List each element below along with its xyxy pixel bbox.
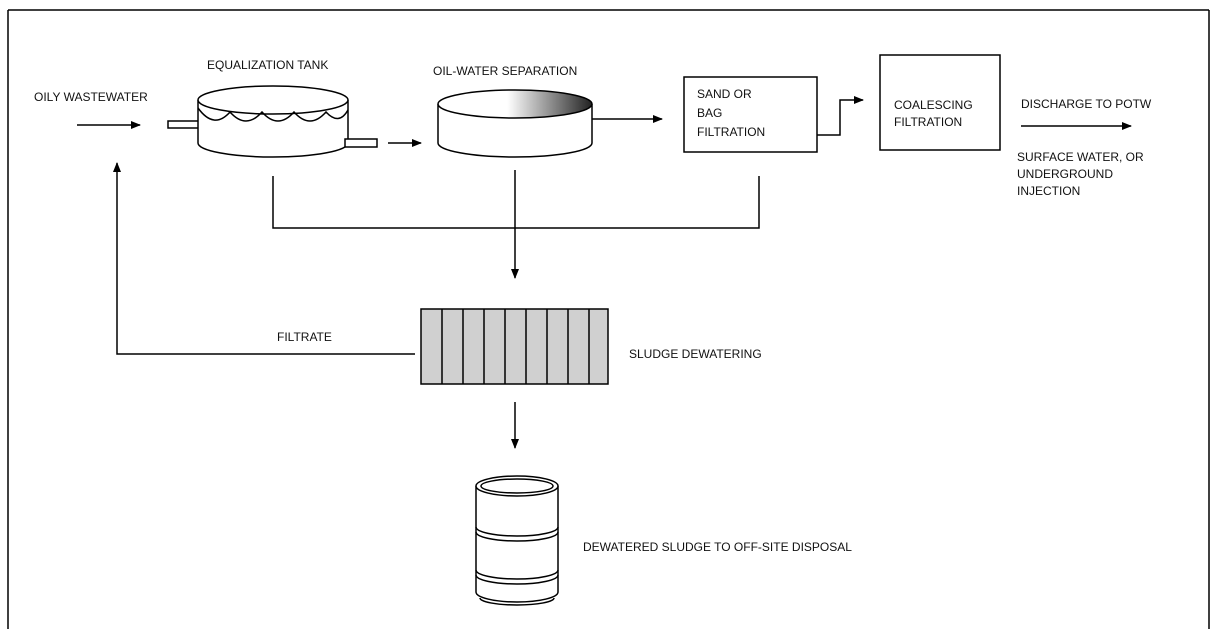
discharge-alt-line-1: SURFACE WATER, OR [1017,150,1144,164]
sand-bag-filtration-line-2: BAG [697,106,722,120]
oil-water-separation-label: OIL-WATER SEPARATION [433,64,577,78]
discharge-alt-line-2: UNDERGROUND [1017,167,1113,181]
equalization-tank-label: EQUALIZATION TANK [207,58,328,72]
filtrate-label: FILTRATE [277,330,332,344]
coalescing-filtration-line-1: COALESCING [894,98,973,112]
sand-bag-filtration-box [683,76,818,153]
oily-wastewater-label: OILY WASTEWATER [34,90,148,104]
oil-water-separator [437,89,593,158]
frame [7,9,1210,629]
sludge-dewatering-label: SLUDGE DEWATERING [629,347,762,361]
sludge-collection-lines [272,170,760,229]
coalescing-filtration-box [879,54,1001,151]
sand-bag-filtration-line-1: SAND OR [697,87,752,101]
coalescing-filtration-line-2: FILTRATION [894,115,962,129]
tank-inlet-pipe [167,120,203,129]
filtrate-return-arrow [113,162,415,355]
equalization-tank [167,85,378,158]
sludge-dewatering-press [420,308,609,385]
sludge-disposal-label: DEWATERED SLUDGE TO OFF-SITE DISPOSAL [583,540,852,554]
sludge-drum [475,475,559,606]
discharge-label: DISCHARGE TO POTW [1021,97,1152,111]
discharge-alt-line-3: INJECTION [1017,184,1080,198]
sand-filter-to-coalescing-arrow [817,96,864,136]
sand-bag-filtration-line-3: FILTRATION [697,125,765,139]
tank-outlet-pipe [344,138,378,148]
